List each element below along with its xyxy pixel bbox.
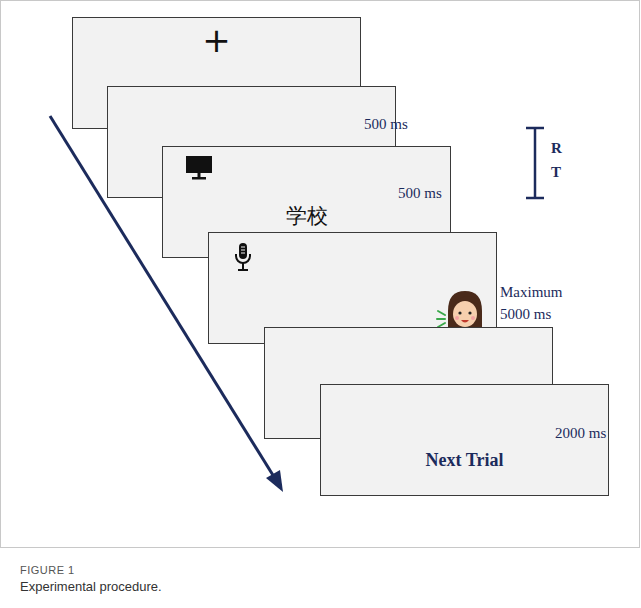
duration-label: 2000 ms (555, 424, 606, 442)
duration-label: 500 ms (398, 184, 442, 202)
duration-label: Maximum 5000 ms (500, 281, 582, 325)
monitor-icon (185, 155, 213, 181)
microphone-icon (233, 242, 253, 272)
rt-label: R T (551, 136, 565, 184)
figure-caption: Experimental procedure. (20, 578, 162, 596)
icon-holder (185, 155, 213, 185)
figure-number: FIGURE 1 (20, 561, 75, 579)
screen-text: Next Trial (426, 451, 504, 471)
screen-text: 学校 (286, 205, 328, 228)
icon-holder (233, 242, 253, 276)
rt-bracket (526, 128, 544, 198)
screen-text: + (202, 22, 231, 59)
duration-label: 500 ms (364, 115, 408, 133)
